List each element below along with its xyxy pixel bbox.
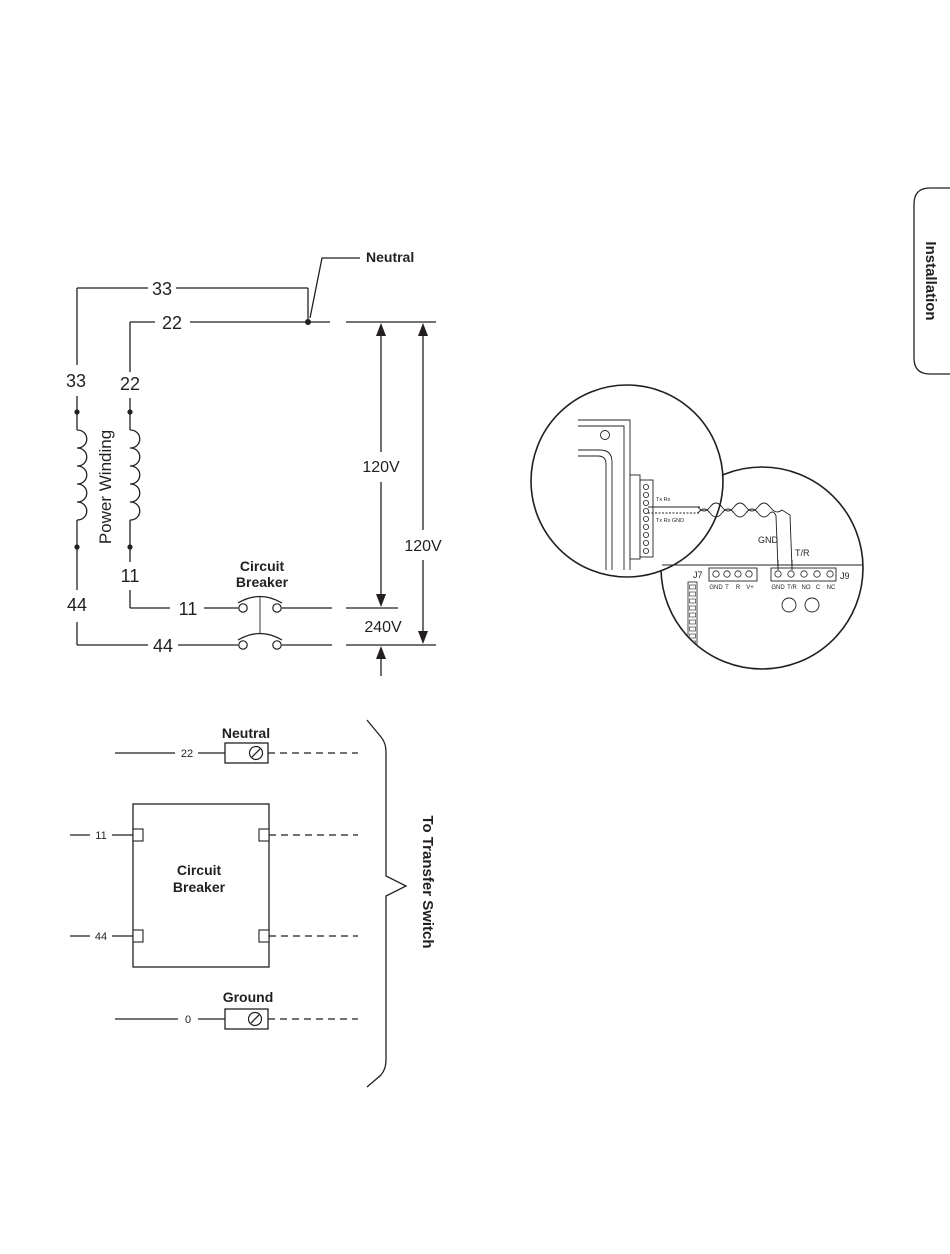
j9-pin-tr: T/R (787, 585, 797, 591)
j7-pin-gnd: GND (709, 585, 723, 591)
wire-11-side-label: 11 (121, 566, 140, 586)
neutral-label: Neutral (366, 249, 414, 265)
breaker-box-label-line2: Breaker (173, 879, 226, 895)
wire-44-bottom-label: 44 (153, 636, 173, 656)
wire-22-top-label: 22 (162, 313, 182, 333)
j9-pin-no: NO (802, 585, 811, 591)
detail-circle-connector (531, 385, 723, 577)
wire-11-bottom-label: 11 (179, 599, 198, 619)
j9-pin-gnd: GND (771, 585, 785, 591)
wire-44-side-label: 44 (67, 595, 87, 615)
tx-rx-label: Tx Rx (656, 497, 671, 503)
j9-pin-c: C (816, 585, 821, 591)
j9-label: J9 (840, 571, 850, 581)
wire-11-label: 11 (95, 830, 106, 842)
breaker-box-label-line1: Circuit (177, 862, 222, 878)
gnd-wire-label: GND (758, 535, 779, 545)
ground-wire-label: 0 (185, 1014, 191, 1026)
power-winding-coil-left (77, 430, 87, 520)
tx-rx-gnd-label: Tx Rx GND (656, 518, 684, 524)
tr-wire-label: T/R (795, 548, 810, 558)
j9-pin-nc: NC (827, 585, 836, 591)
detail-view: Tx Rx Tx Rx GND GND T/R J7 GND T R V+ (531, 385, 870, 669)
neutral-wire-label: 22 (181, 748, 193, 760)
transfer-switch-bracket (367, 720, 406, 1087)
circuit-breaker-symbol (238, 597, 282, 641)
j7-pin-r: R (736, 585, 741, 591)
j7-pin-t: T (725, 585, 729, 591)
to-transfer-switch-label: To Transfer Switch (419, 815, 436, 948)
wire-22-side-label: 22 (120, 374, 140, 394)
neutral-junction-dot (305, 319, 311, 325)
wire-33-side-label: 33 (66, 371, 86, 391)
breaker-label-line1: Circuit (240, 558, 285, 574)
side-tab-label: Installation (922, 241, 939, 320)
wiring-diagram: 33 22 Neutral 33 22 Power Winding 11 44 (66, 249, 442, 676)
voltage-inner-label: 120V (362, 459, 400, 476)
side-tab[interactable]: Installation (914, 188, 950, 374)
voltage-total-label: 240V (364, 619, 402, 636)
neutral-terminal-label: Neutral (222, 725, 270, 741)
wire-44-label: 44 (95, 931, 107, 943)
breaker-label-line2: Breaker (236, 574, 289, 590)
j7-label: J7 (693, 570, 703, 580)
ground-terminal-label: Ground (223, 989, 274, 1005)
wire-33-top-label: 33 (152, 279, 172, 299)
voltage-outer-label: 120V (404, 538, 442, 555)
power-winding-label: Power Winding (96, 430, 115, 544)
connection-diagram: Neutral 22 Circuit Breaker 11 44 Ground … (70, 720, 436, 1087)
power-winding-coil-right (130, 430, 140, 520)
j7-pin-vplus: V+ (746, 585, 754, 591)
